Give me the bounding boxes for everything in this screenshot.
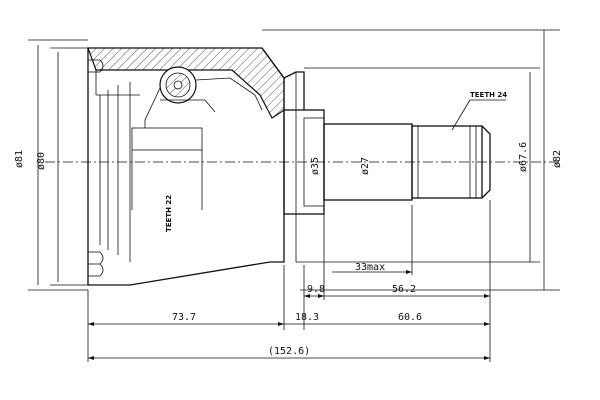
teeth-outer-label: TEETH 24	[470, 91, 507, 99]
dim-d80: ø80	[36, 152, 47, 170]
dim-total: (152.6)	[268, 346, 310, 357]
teeth-inner-label: TEETH 22	[165, 195, 173, 232]
dim-d35: ø35	[310, 157, 321, 175]
dim-l60-6: 60.6	[398, 312, 422, 323]
dim-d81: ø81	[14, 150, 25, 168]
dim-l56-2: 56.2	[392, 284, 416, 295]
teeth-outer-leader	[451, 99, 471, 131]
length-dimensions	[87, 200, 491, 362]
dim-l73-7: 73.7	[172, 312, 196, 323]
diameter-dimensions	[28, 29, 560, 291]
dim-l33max: 33max	[355, 262, 385, 273]
dim-l18-3: 18.3	[295, 312, 319, 323]
dim-d67-6: ø67.6	[518, 142, 529, 172]
tripod-block	[131, 127, 203, 151]
output-shaft	[323, 123, 491, 201]
dim-l9-8: 9.8	[307, 284, 325, 295]
dim-d27: ø27	[360, 157, 371, 175]
shaft-splines	[411, 125, 483, 199]
joint-housing	[87, 47, 285, 286]
dim-d82: ø82	[552, 150, 563, 168]
housing-grooves	[88, 59, 131, 277]
